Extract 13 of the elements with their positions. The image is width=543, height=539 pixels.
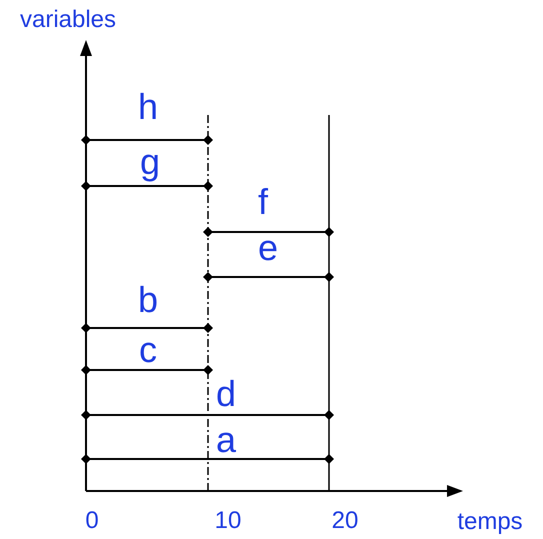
variable-label: e <box>258 230 278 266</box>
variable-label: c <box>139 332 157 368</box>
variable-label: a <box>216 422 236 458</box>
variable-label: h <box>138 89 158 125</box>
axis-label: variables <box>20 8 116 32</box>
variable-label: g <box>140 144 160 180</box>
variable-label: f <box>258 184 268 220</box>
axis-label: temps <box>457 510 523 534</box>
variable-label: d <box>216 376 236 412</box>
tick-label: 10 <box>214 509 242 533</box>
variable-label: b <box>138 282 158 318</box>
tick-label: 20 <box>332 509 358 533</box>
tick-label: 0 <box>85 509 99 533</box>
